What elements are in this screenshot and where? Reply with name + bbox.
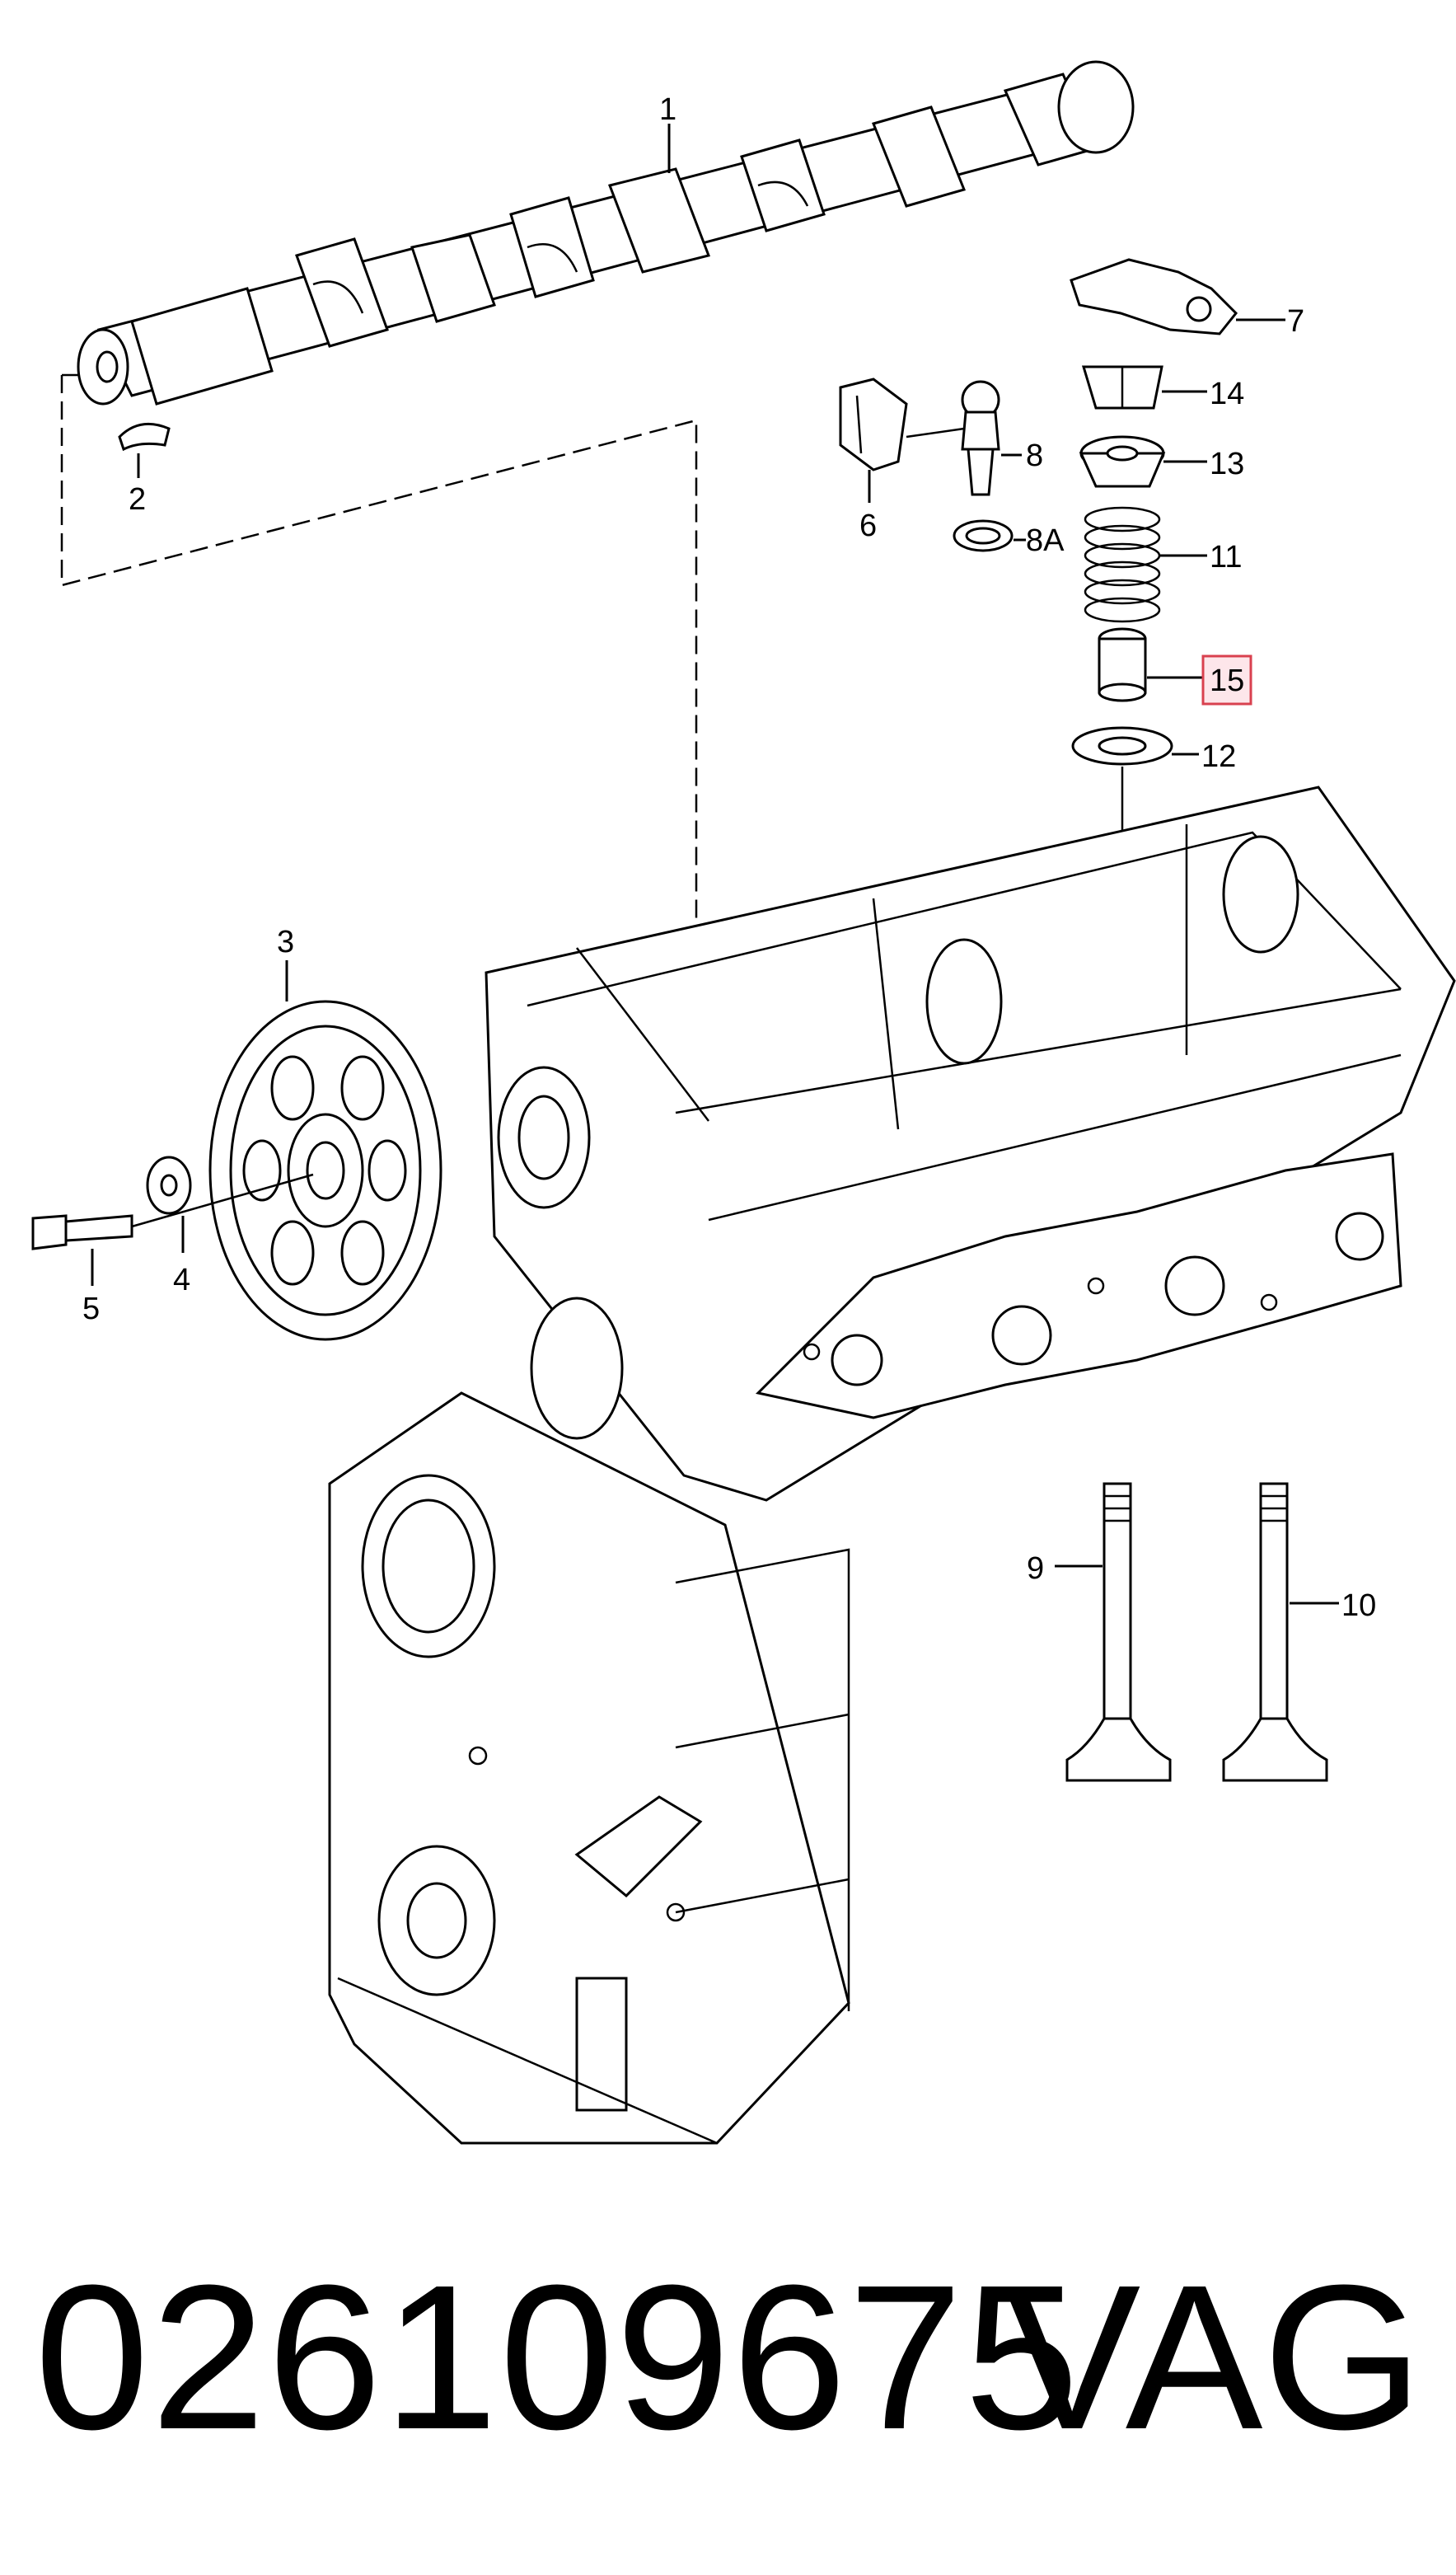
callout-1: 1: [659, 92, 677, 127]
rocker-arm: [1070, 258, 1238, 335]
exhaust-valve: [1222, 1482, 1328, 1782]
brand-name: VAG: [1003, 2242, 1423, 2472]
engine-block: [328, 1391, 850, 2145]
spring-retainer: [1079, 435, 1166, 488]
exploded-parts-diagram: 1 2 3 4 5 6 8: [31, 60, 1456, 2145]
callout-6: 6: [859, 509, 877, 543]
bolt: [31, 1214, 133, 1250]
callout-4: 4: [173, 1263, 190, 1297]
callout-13: 13: [1210, 447, 1244, 481]
callout-8a: 8A: [1026, 523, 1065, 558]
callout-10: 10: [1341, 1588, 1376, 1623]
part-number: 026109675: [35, 2242, 1081, 2472]
highlight-box-15: [1201, 654, 1252, 706]
timing-gear: [208, 1000, 442, 1341]
woodruff-key: [118, 422, 171, 452]
camshaft: [77, 60, 1135, 406]
callout-15: 15: [1210, 664, 1244, 698]
valve-spring: [1084, 506, 1161, 623]
ball-stud: [961, 380, 1000, 496]
intake-valve: [1065, 1482, 1172, 1782]
callout-5: 5: [82, 1292, 100, 1326]
callout-2: 2: [129, 482, 146, 517]
callout-14: 14: [1210, 377, 1244, 411]
support-bracket: [839, 378, 908, 471]
cylinder-head: [485, 786, 1456, 1502]
callout-7: 7: [1287, 304, 1304, 339]
callout-3: 3: [277, 925, 294, 959]
callout-9: 9: [1027, 1551, 1044, 1586]
valve-stem-seal: [1098, 627, 1147, 702]
callout-12: 12: [1201, 739, 1236, 774]
callout-8: 8: [1026, 439, 1043, 473]
callout-11: 11: [1210, 540, 1242, 575]
